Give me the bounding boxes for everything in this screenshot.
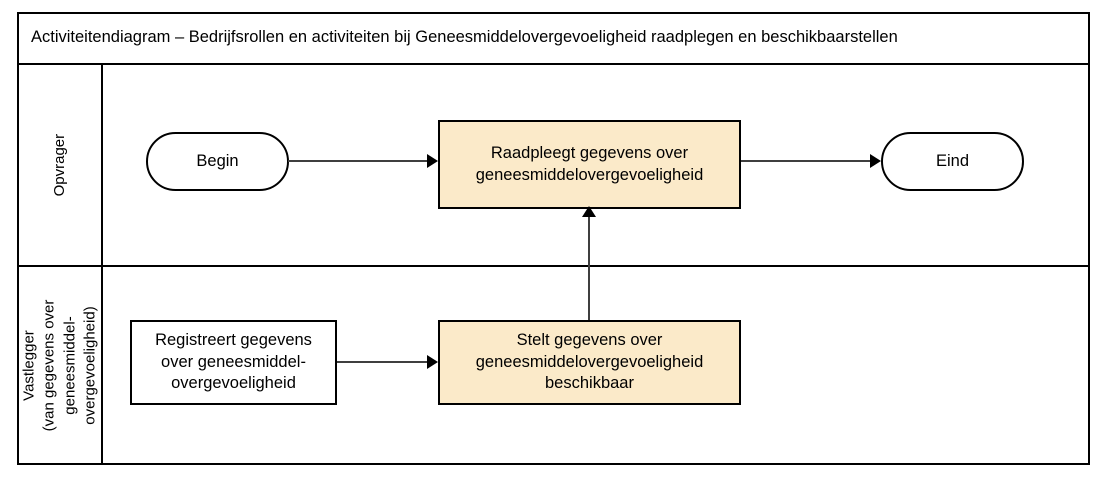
node-begin[interactable]: Begin	[146, 132, 289, 191]
edge-begin-to-raadpleegt	[288, 160, 428, 162]
node-registreert-gegevens[interactable]: Registreert gegevens over geneesmiddel-o…	[130, 320, 337, 405]
diagram-title: Activiteitendiagram – Bedrijfsrollen en …	[31, 27, 898, 46]
edge-stelt-to-raadpleegt	[588, 216, 590, 320]
edge-registreert-to-stelt	[337, 361, 428, 363]
diagram-title-row: Activiteitendiagram – Bedrijfsrollen en …	[17, 12, 1090, 65]
lane-label-opvrager: Opvrager	[19, 65, 101, 265]
node-stelt-gegevens-beschikbaar-label: Stelt gegevens over geneesmiddelovergevo…	[475, 330, 704, 393]
node-raadpleegt-gegevens[interactable]: Raadpleegt gegevens over geneesmiddelove…	[438, 120, 741, 209]
node-eind-label: Eind	[935, 151, 970, 170]
node-registreert-gegevens-label: Registreert gegevens over geneesmiddel-o…	[155, 330, 312, 393]
edge-raadpleegt-to-eind	[741, 160, 871, 162]
arrowhead-right-icon	[870, 154, 881, 168]
lane-label-vastlegger-sub-1: (van gegevens over	[40, 299, 58, 431]
lane-label-vastlegger: Vastlegger (van gegevens over geneesmidd…	[19, 265, 101, 465]
lane-label-vastlegger-sub-3: overgevoeligheid)	[81, 305, 99, 425]
node-stelt-gegevens-beschikbaar[interactable]: Stelt gegevens over geneesmiddelovergevo…	[438, 320, 741, 405]
lane-label-vastlegger-sub-2: geneesmiddel-	[61, 315, 78, 415]
node-begin-label: Begin	[196, 151, 239, 170]
lane-divider	[17, 265, 1090, 267]
node-raadpleegt-gegevens-label: Raadpleegt gegevens over geneesmiddelove…	[475, 143, 704, 184]
lane-label-opvrager-text: Opvrager	[50, 133, 68, 197]
arrowhead-right-icon	[427, 154, 438, 168]
node-eind[interactable]: Eind	[881, 132, 1024, 191]
lane-label-vastlegger-text: Vastlegger	[20, 329, 38, 401]
arrowhead-up-icon	[582, 206, 596, 217]
arrowhead-right-icon	[427, 355, 438, 369]
